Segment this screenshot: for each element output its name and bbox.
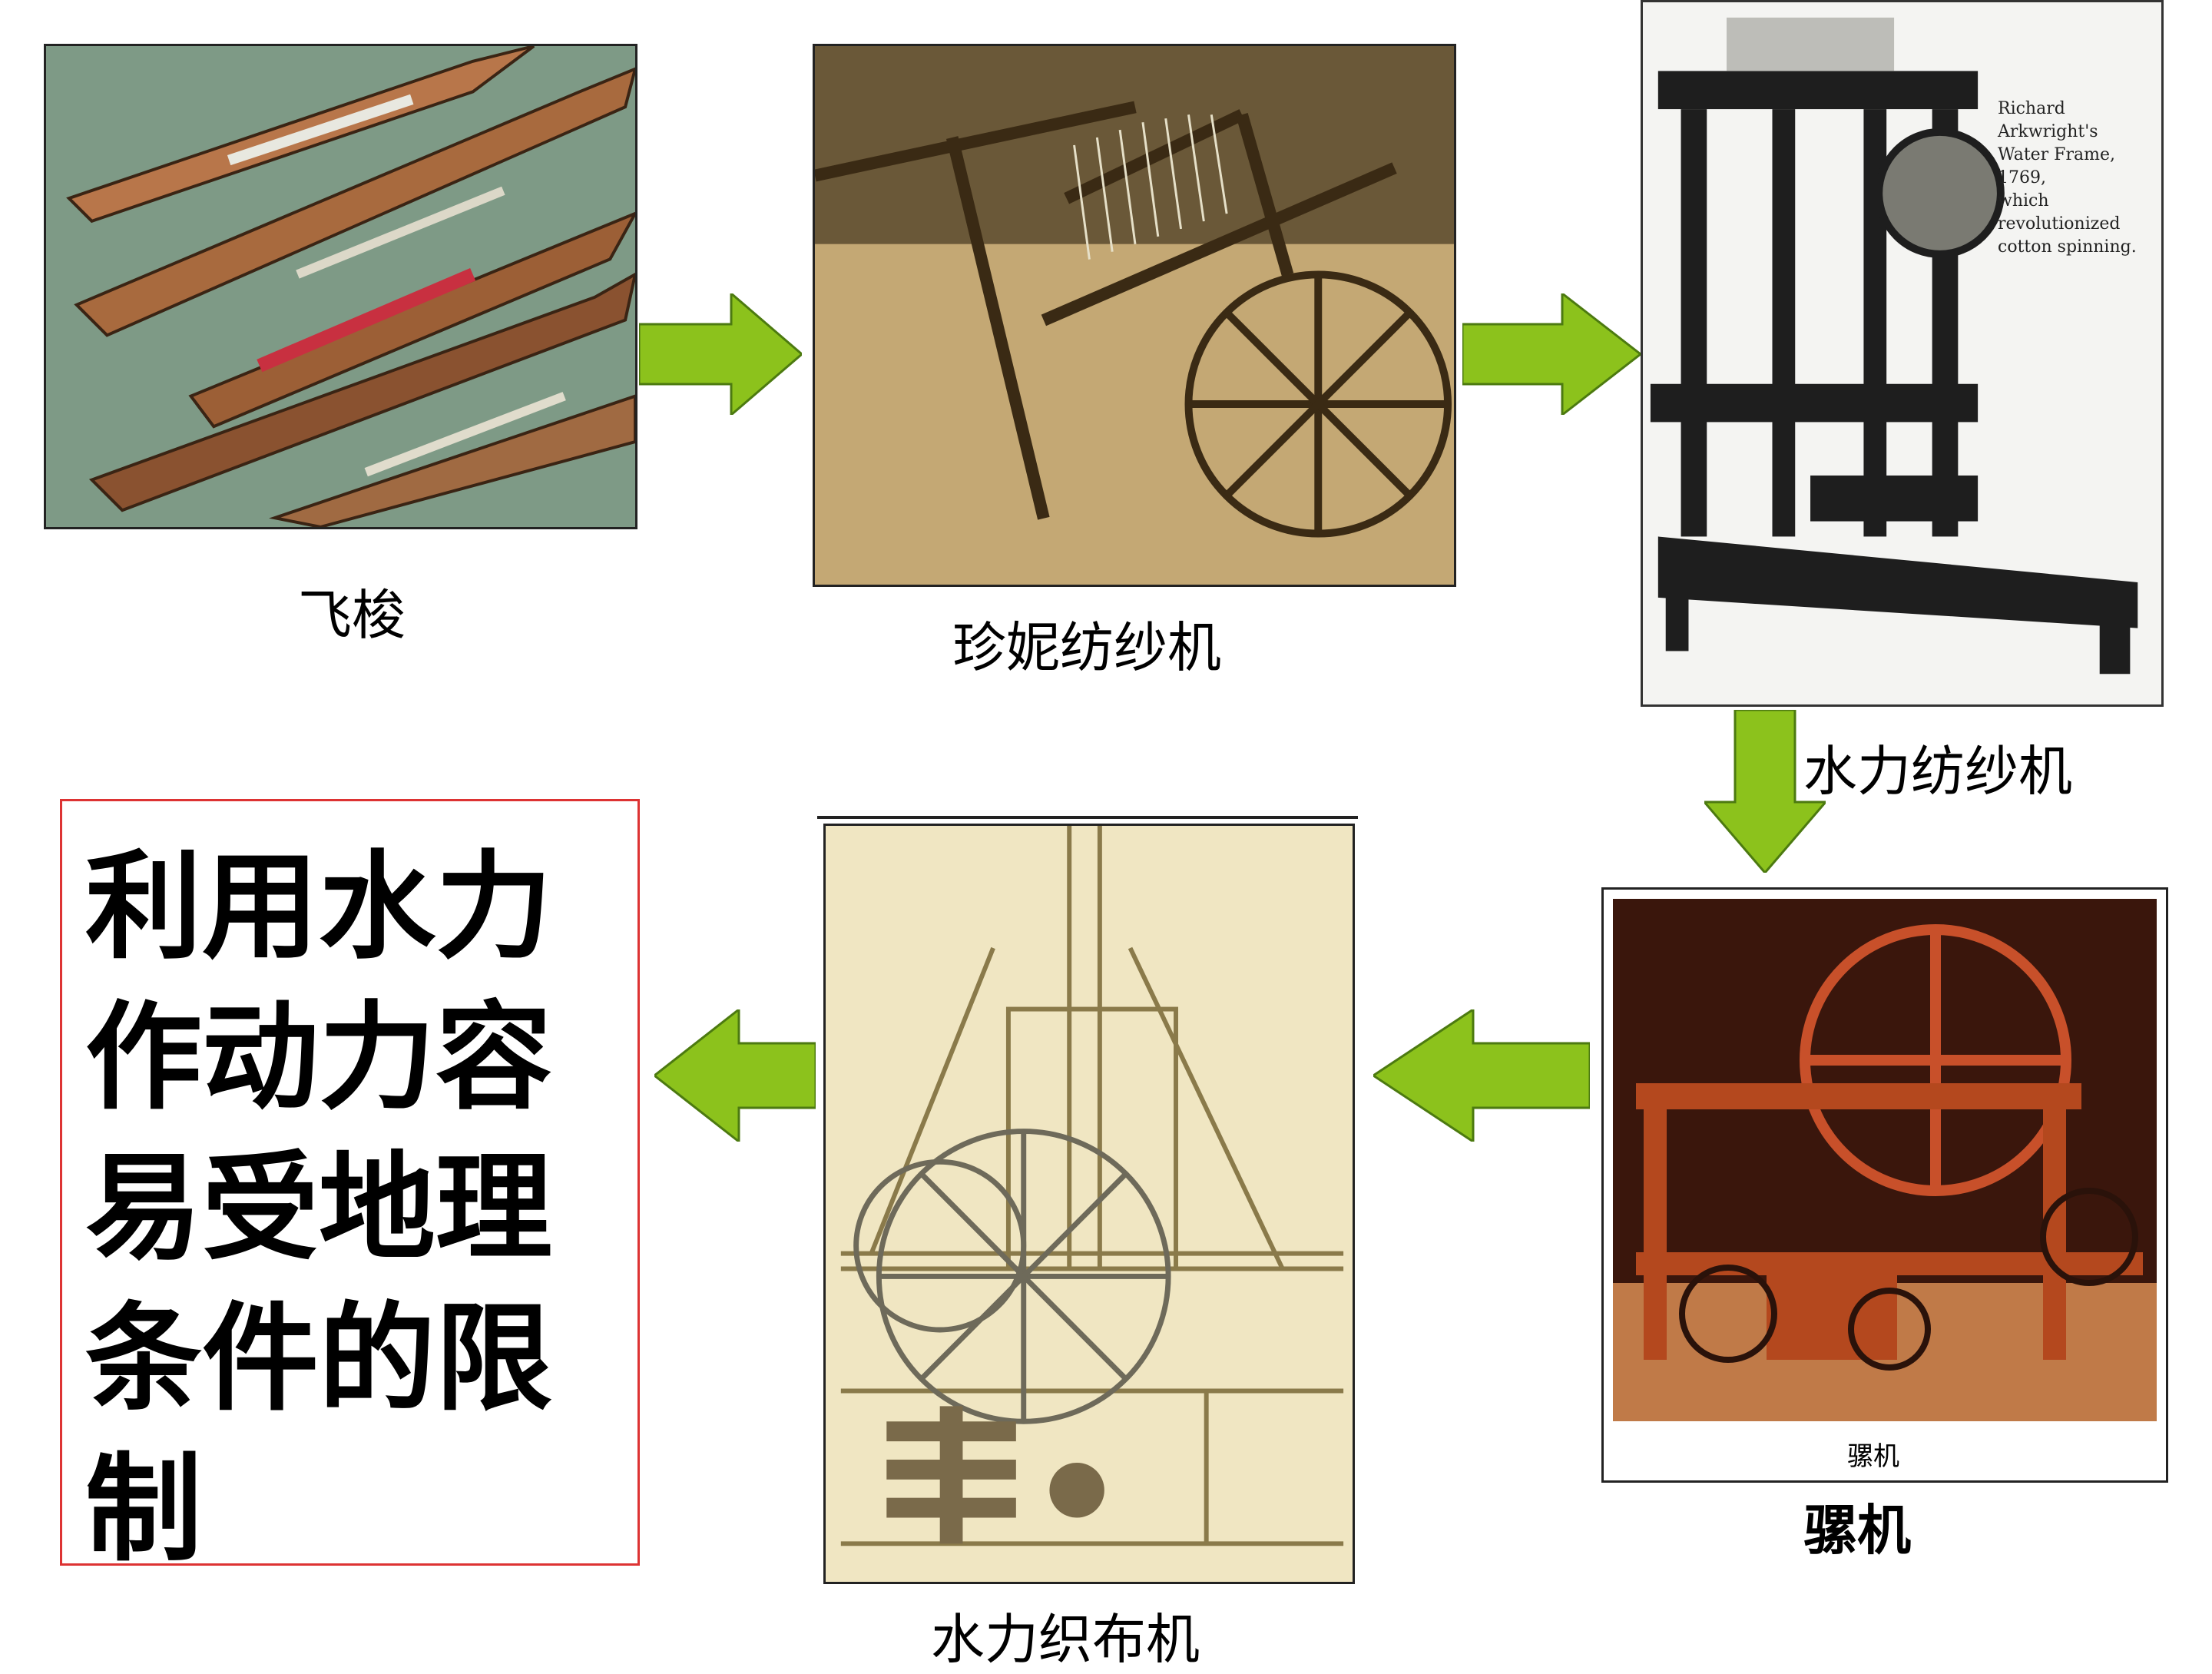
plaque-line-3: which revolutionized	[1998, 191, 2121, 234]
power-loom-topline	[817, 816, 1358, 819]
arrow-left-2	[654, 1009, 816, 1142]
arrow-down	[1704, 710, 1826, 873]
flying-shuttle-label: 飞梭	[298, 584, 406, 647]
water-frame-label: 水力纺纱机	[1803, 740, 2072, 803]
conclusion-text: 利用水力作动力容易受地理条件的限制	[85, 839, 552, 1577]
mule-small-label: 骡机	[1847, 1441, 1899, 1472]
power-loom-label: 水力织布机	[931, 1608, 1200, 1671]
water-frame-plaque: Richard Arkwright's Water Frame, 1769, w…	[1998, 98, 2161, 259]
mule-label: 骡机	[1803, 1498, 1911, 1562]
conclusion-box: 利用水力作动力容易受地理条件的限制	[60, 799, 640, 1577]
water-frame-photo: Richard Arkwright's Water Frame, 1769, w…	[1641, 0, 2164, 707]
arrow-right-2	[1462, 293, 1641, 415]
spinning-jenny-photo	[813, 44, 1456, 587]
mule-photo	[1613, 899, 2157, 1421]
plaque-line-2: Water Frame, 1769,	[1998, 145, 2115, 187]
power-loom-drawing	[823, 824, 1355, 1584]
arrow-right-1	[639, 293, 802, 415]
spinning-jenny-label: 珍妮纺纱机	[952, 616, 1221, 679]
plaque-line-4: cotton spinning.	[1998, 237, 2137, 257]
plaque-line-1: Richard Arkwright's	[1998, 99, 2098, 141]
arrow-left-1	[1373, 1009, 1590, 1142]
flying-shuttle-photo	[44, 44, 637, 529]
